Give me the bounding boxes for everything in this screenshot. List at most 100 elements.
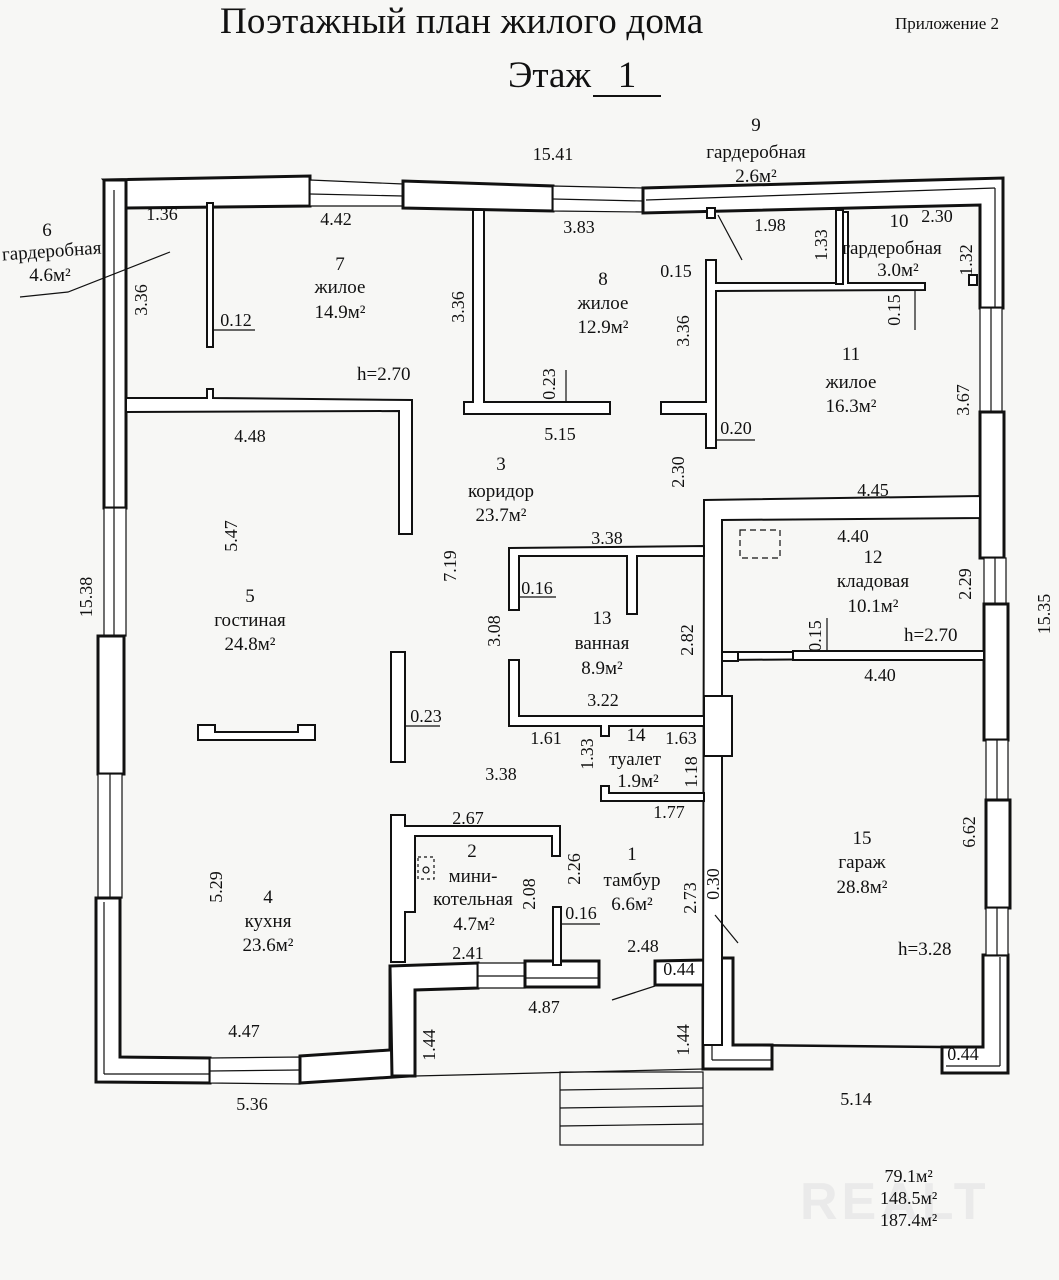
height-living: h=2.70: [357, 364, 410, 385]
dim: 4.47: [228, 1021, 260, 1041]
svg-text:туалет: туалет: [609, 749, 662, 770]
svg-text:жилое: жилое: [314, 277, 366, 298]
wall-top-mid: [401, 179, 555, 213]
watermark: REALT: [800, 1173, 990, 1231]
interior-walls: [19, 202, 985, 1046]
dim: 5.47: [221, 520, 241, 552]
dim: 2.29: [955, 568, 975, 600]
dim: 2.26: [564, 853, 584, 885]
dim: 1.98: [754, 215, 786, 235]
dim: 0.15: [660, 261, 692, 281]
svg-text:6.6м²: 6.6м²: [611, 894, 653, 915]
dim: 1.33: [811, 229, 831, 261]
svg-text:8.9м²: 8.9м²: [581, 658, 623, 679]
dim: 1.33: [577, 738, 597, 770]
height-storage: h=2.70: [904, 625, 957, 646]
dim-right-overall: 15.35: [1034, 594, 1054, 635]
svg-text:4: 4: [263, 887, 273, 908]
room-2-label: 2 мини- котельная 4.7м²: [433, 841, 513, 935]
room-1-label: 1 тамбур 6.6м²: [604, 844, 661, 915]
dimension-labels: 15.41 1.36 4.42 0.12 3.83 0.15 1.98 2.30…: [76, 144, 1054, 1114]
dim: 0.20: [720, 418, 752, 438]
wall-stub: [706, 207, 716, 219]
dim: 4.48: [234, 426, 266, 446]
boiler-icon: [417, 856, 435, 880]
dim: 7.19: [440, 550, 460, 582]
dim: 0.44: [947, 1044, 979, 1064]
dim: 0.30: [703, 868, 723, 900]
room-6-label: 6 гардеробная 4.6м²: [1, 220, 102, 286]
dim: 4.40: [864, 665, 896, 685]
dim: 5.15: [544, 424, 576, 444]
room-4-label: 4 кухня 23.6м²: [243, 887, 294, 956]
svg-text:24.8м²: 24.8м²: [225, 634, 276, 655]
dim: 0.16: [521, 578, 553, 598]
leader-line-porch: [611, 985, 656, 1001]
wall-room12-garage: [701, 494, 981, 1046]
svg-text:3: 3: [496, 454, 506, 475]
floor-number: 1: [593, 57, 662, 97]
svg-text:гардеробная: гардеробная: [1, 238, 102, 266]
dim: 3.22: [587, 690, 619, 710]
svg-text:5: 5: [245, 586, 255, 607]
svg-text:7: 7: [335, 254, 345, 275]
svg-text:ванная: ванная: [575, 633, 630, 654]
svg-text:мини-: мини-: [449, 866, 498, 887]
leader-line-1: [714, 914, 739, 944]
dim: 6.62: [959, 816, 979, 848]
dim: 2.67: [452, 808, 484, 828]
svg-text:кухня: кухня: [245, 911, 292, 932]
svg-text:28.8м²: 28.8м²: [837, 877, 888, 898]
dim: 3.83: [563, 217, 595, 237]
svg-text:11: 11: [842, 344, 860, 365]
exterior-walls: [94, 174, 1012, 1146]
wall-room5-right-lower: [390, 651, 406, 763]
room-14-label: 14 туалет 1.9м²: [609, 725, 662, 792]
floor-label-text: Этаж: [508, 55, 592, 96]
svg-text:гардеробная: гардеробная: [706, 142, 806, 163]
dim: 2.30: [921, 206, 953, 226]
svg-text:12: 12: [864, 547, 883, 568]
dim: 3.38: [485, 764, 517, 784]
dim: 3.38: [591, 528, 623, 548]
room-9-label: 9 гардеробная 2.6м²: [706, 115, 806, 187]
svg-text:4.7м²: 4.7м²: [453, 914, 495, 935]
dim: 1.77: [653, 802, 685, 822]
wall-room11-left: [660, 211, 926, 449]
room-11-label: 11 жилое 16.3м²: [825, 344, 877, 417]
total-living-area: 79.1м²: [884, 1166, 933, 1186]
window-top-1: [309, 179, 404, 207]
room-7-label: 7 жилое 14.9м²: [314, 254, 366, 323]
svg-text:гараж: гараж: [838, 852, 886, 873]
dim: 1.44: [673, 1024, 693, 1056]
dim: 1.18: [681, 756, 701, 788]
svg-text:жилое: жилое: [577, 293, 629, 314]
dim: 2.30: [668, 456, 688, 488]
svg-text:1: 1: [627, 844, 637, 865]
dim: 1.32: [956, 244, 976, 276]
dim-bottom-left: 5.36: [236, 1094, 268, 1114]
wall-left-top: [102, 178, 128, 510]
wall-stub-2: [721, 651, 739, 662]
dim-top-overall: 15.41: [533, 144, 574, 164]
partition-wardrobes: [835, 209, 844, 285]
dim: 1.36: [146, 204, 178, 224]
room-8-label: 8 жилое 12.9м²: [577, 269, 629, 338]
dim-bottom-right: 5.14: [840, 1089, 872, 1109]
entrance-steps: [414, 1068, 704, 1146]
dim: 4.45: [857, 480, 889, 500]
leader-line-9: [717, 214, 743, 261]
room-3-label: 3 коридор 23.7м²: [468, 454, 534, 526]
dim: 0.15: [884, 294, 904, 326]
wall-toilet-bottom: [600, 785, 705, 802]
dim: 0.23: [410, 706, 442, 726]
svg-text:16.3м²: 16.3м²: [826, 396, 877, 417]
svg-text:15: 15: [853, 828, 872, 849]
dim: 4.87: [528, 997, 560, 1017]
wall-room5-top: [125, 388, 413, 535]
wall-stub-3: [968, 274, 978, 286]
partition-wardrobe-6: [206, 202, 214, 348]
